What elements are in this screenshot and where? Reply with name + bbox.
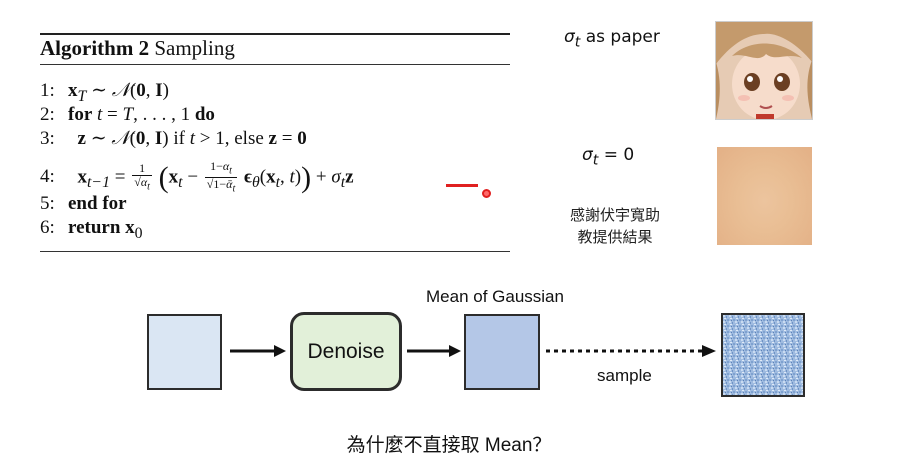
sigma-paper-label: σt as paper: [564, 27, 660, 51]
denoise-block: Denoise: [290, 312, 402, 391]
pointer-dot: [482, 189, 491, 198]
anime-face-result-image: [715, 21, 813, 120]
dotted-sample-arrow: [546, 345, 716, 357]
mean-of-gaussian-label: Mean of Gaussian: [426, 287, 564, 306]
sample-label: sample: [597, 366, 652, 385]
algorithm-line-2: 2:for t = T, . . . , 1 do: [40, 104, 215, 125]
algorithm-line-3: 3: z ∼ 𝒩(0, I) if t > 1, else z = 0: [40, 128, 307, 149]
bottom-question: 為什麼不直接取 Mean？: [346, 435, 552, 456]
algorithm-line-1: 1:xT ∼ 𝒩(0, I): [40, 80, 169, 105]
input-image-box: [147, 314, 222, 390]
algorithm-top-rule: [40, 33, 510, 35]
algorithm-header-rule: [40, 64, 510, 65]
arrow-denoise-to-mean: [407, 345, 461, 357]
sigma-zero-label: σt = 0: [582, 145, 635, 169]
algorithm-bottom-rule: [40, 251, 510, 252]
flat-color-result-image: [717, 147, 812, 245]
arrow-input-to-denoise: [230, 345, 286, 357]
algorithm-line-6: 6:return x0: [40, 217, 143, 242]
sigma-z-underline: [446, 184, 478, 187]
algorithm-line-5: 5:end for: [40, 193, 127, 214]
algorithm-line-4: 4: xt−1 = 1√αt (xt − 1−αt√1−ᾱt ϵθ(xt, t)…: [40, 159, 354, 195]
thanks-note-line1: 感謝伏宇寬助: [569, 207, 660, 224]
thanks-note-line2: 教提供結果: [577, 229, 653, 246]
algorithm-title: Algorithm 2 Sampling: [40, 36, 235, 60]
noisy-sample-box: [721, 313, 805, 397]
thanks-note: 感謝伏宇寬助 教提供結果: [560, 205, 670, 249]
mean-image-box: [464, 314, 540, 390]
denoise-label: Denoise: [307, 339, 385, 363]
